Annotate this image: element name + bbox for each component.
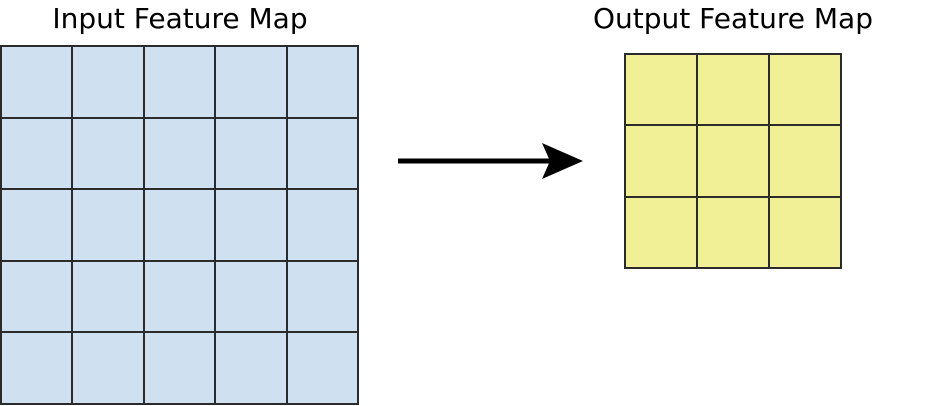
input-cell	[216, 190, 286, 260]
input-cell	[2, 47, 72, 117]
transform-arrow-icon	[398, 143, 583, 179]
input-cell	[287, 190, 357, 260]
output-cell	[698, 55, 768, 125]
input-cell	[144, 261, 215, 332]
input-cell	[287, 261, 357, 332]
input-cell	[144, 190, 215, 260]
output-cell	[626, 55, 696, 125]
input-cell	[73, 47, 143, 117]
input-cell	[2, 190, 72, 260]
output-feature-map-title: Output Feature Map	[593, 2, 873, 35]
input-cell	[73, 190, 143, 260]
output-feature-map-grid	[624, 53, 842, 269]
input-cell	[287, 47, 357, 117]
input-feature-map-title: Input Feature Map	[52, 2, 308, 35]
output-cell	[698, 126, 768, 196]
input-cell	[216, 261, 286, 332]
output-cell	[770, 126, 840, 196]
input-cell	[216, 47, 286, 117]
input-feature-map-grid	[0, 45, 359, 405]
input-cell	[73, 118, 143, 189]
input-cell	[216, 333, 286, 403]
output-cell	[626, 197, 696, 267]
input-cell	[287, 118, 357, 189]
output-cell	[770, 197, 840, 267]
input-cell	[287, 333, 357, 403]
input-cell	[73, 333, 143, 403]
input-cell	[144, 118, 215, 189]
input-cell	[2, 333, 72, 403]
output-cell	[698, 197, 768, 267]
output-cell	[770, 55, 840, 125]
input-cell	[144, 333, 215, 403]
input-cell	[144, 47, 215, 117]
input-cell	[2, 118, 72, 189]
output-cell	[626, 126, 696, 196]
input-cell	[216, 118, 286, 189]
input-cell	[73, 261, 143, 332]
input-cell	[2, 261, 72, 332]
